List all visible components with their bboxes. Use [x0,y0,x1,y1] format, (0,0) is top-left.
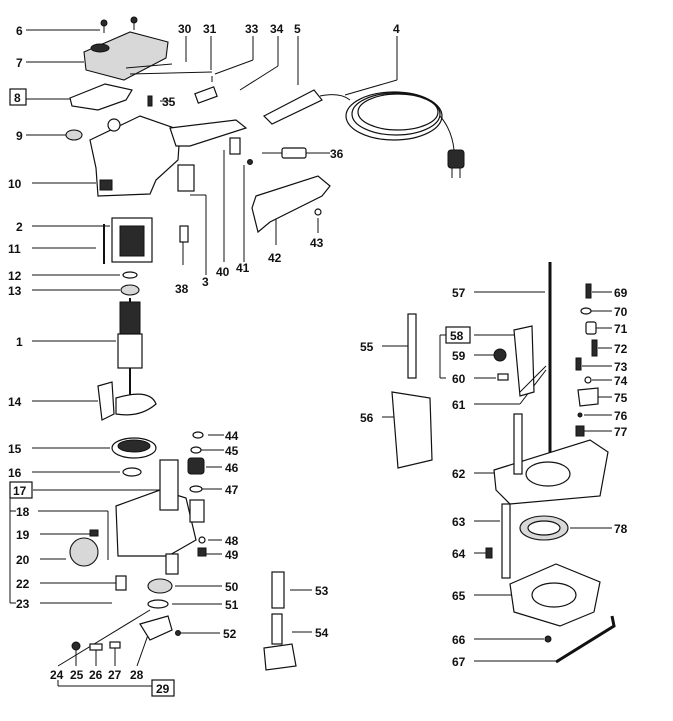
label-14: 14 [8,395,22,409]
label-43: 43 [310,236,324,250]
label-20: 20 [16,553,30,567]
label-33: 33 [245,22,259,36]
label-5: 5 [294,22,301,36]
cable-4 [319,91,465,178]
lower-housing-18 [115,489,197,557]
bracket-56 [391,391,433,469]
fan-15 [111,437,157,459]
label-69: 69 [614,286,628,300]
label-60: 60 [452,372,466,386]
label-31: 31 [203,22,217,36]
cable-sleeve-5 [262,89,323,125]
label-box-17 [9,481,33,499]
armature-1 [117,298,143,400]
label-18: 18 [16,505,30,519]
label-box-29 [151,679,175,697]
label-41: 41 [236,261,250,275]
label-78: 78 [614,522,628,536]
label-box-8 [9,88,27,106]
label-2: 2 [16,220,23,234]
label-70: 70 [614,305,628,319]
label-75: 75 [614,391,628,405]
plate-8 [69,83,133,111]
label-6: 6 [16,24,23,38]
label-66: 66 [452,633,466,647]
knob-9 [65,129,83,141]
knob-20 [69,537,99,567]
label-71: 71 [614,322,628,336]
label-3: 3 [202,275,209,289]
part-labels: 6 7 8 9 10 2 11 12 13 1 14 15 16 17 18 1… [8,22,628,697]
label-16: 16 [8,466,22,480]
label-67: 67 [452,655,466,669]
label-52: 52 [223,627,237,641]
label-64: 64 [452,547,466,561]
label-57: 57 [452,286,466,300]
label-62: 62 [452,467,466,481]
label-11: 11 [8,242,21,256]
label-38: 38 [175,282,189,296]
label-59: 59 [452,349,466,363]
label-54: 54 [315,626,329,640]
ring-78 [519,515,569,541]
parts [65,16,616,671]
label-72: 72 [614,342,628,356]
label-61: 61 [452,398,466,412]
label-29: 29 [156,682,170,696]
label-box-58 [445,326,471,344]
label-25: 25 [70,668,84,682]
label-28: 28 [130,668,144,682]
label-56: 56 [360,411,374,425]
label-73: 73 [614,360,628,374]
label-4: 4 [393,22,400,36]
label-55: 55 [360,340,374,354]
label-22: 22 [16,577,30,591]
top-cover-7 [83,31,169,81]
label-44: 44 [225,429,239,443]
label-13: 13 [8,284,22,298]
label-47: 47 [225,483,239,497]
label-24: 24 [50,668,64,682]
label-12: 12 [8,269,22,283]
leader-lines [9,29,612,687]
label-9: 9 [16,129,23,143]
label-26: 26 [89,668,103,682]
label-1: 1 [16,335,23,349]
label-36: 36 [330,147,344,161]
label-27: 27 [108,668,122,682]
label-19: 19 [16,528,30,542]
screw-6 [100,16,138,33]
label-34: 34 [270,22,284,36]
label-15: 15 [8,442,22,456]
label-30: 30 [178,22,192,36]
label-42: 42 [268,251,282,265]
handle-42 [251,175,331,234]
fan-guide-14 [97,381,157,421]
label-7: 7 [16,56,23,70]
label-53: 53 [315,584,329,598]
label-45: 45 [225,444,239,458]
label-65: 65 [452,589,466,603]
brush-36 [262,147,307,159]
label-77: 77 [614,425,628,439]
label-63: 63 [452,515,466,529]
label-23: 23 [16,597,30,611]
label-40: 40 [216,265,230,279]
label-58: 58 [450,329,464,343]
label-48: 48 [225,534,239,548]
hex-key-67 [555,615,616,664]
label-35: 35 [162,95,176,109]
label-49: 49 [225,548,239,562]
label-8: 8 [14,91,21,105]
stator-2 [111,217,153,263]
label-51: 51 [225,598,239,612]
label-50: 50 [225,580,239,594]
label-46: 46 [225,461,239,475]
label-10: 10 [8,177,22,191]
motor-housing-10 [89,115,248,197]
label-76: 76 [614,409,628,423]
label-17: 17 [13,484,27,498]
label-74: 74 [614,374,628,388]
